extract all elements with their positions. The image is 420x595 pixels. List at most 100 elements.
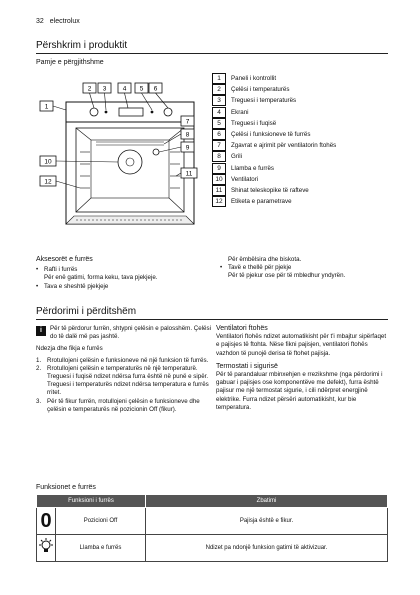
function-usage: Pajisja është e fikur. [145, 507, 388, 535]
step-number: 1. [36, 356, 42, 364]
legend-label: Çelësi i funksioneve të furrës [231, 131, 311, 139]
function-name: Pozicioni Off [55, 507, 146, 535]
callout-10: 10 [44, 159, 52, 166]
callout-5: 5 [140, 86, 144, 93]
step-number: 2. [36, 364, 42, 372]
legend-item: 9 Llamba e furrës [212, 162, 392, 174]
legend-number: 6 [212, 129, 226, 141]
step-note: Treguesi i temperaturës ndizet ndërsa te… [47, 381, 209, 397]
note-block: i Për të përdorur furrën, shtypni çelësi… [36, 325, 212, 341]
daily-use-right-column: Ventilatori ftohës Ventilatori ftohës nd… [216, 325, 390, 412]
legend-number: 12 [212, 196, 226, 208]
step-item: 1. Rrotullojeni çelësin e funksioneve në… [36, 357, 212, 365]
zero-position-icon: 0 [36, 507, 56, 535]
accessory-desc: Për të pjekur ose për të mbledhur yndyrë… [228, 272, 346, 280]
legend-label: Ventilatori [231, 175, 259, 183]
legend-item: 6 Çelësi i funksioneve të furrës [212, 129, 392, 141]
legend-item: 12 Etiketa e parametrave [212, 196, 392, 208]
legend-item: 8 Grili [212, 151, 392, 163]
step-item: 3. Për të fikur furrën, rrotullojeni çel… [36, 398, 212, 414]
accessories-block-right: Për ëmbëlsira dhe biskota. • Tavë e thel… [220, 256, 390, 281]
table-header-row: Funksioni i furrës Zbatimi [36, 494, 388, 508]
step-number: 3. [36, 397, 42, 405]
step-text: Rrotullojeni çelësin e funksioneve në nj… [47, 356, 209, 364]
accessory-desc: Për enë gatimi, forma keku, tava pjekjej… [44, 274, 158, 282]
oven-cavity-shape [75, 127, 185, 213]
legend-number: 2 [212, 84, 226, 96]
legend-label: Grili [231, 153, 242, 161]
section-title-daily-use: Përdorimi i përditshëm [36, 306, 388, 320]
callout-2: 2 [88, 86, 92, 93]
header-usage: Zbatimi [145, 494, 388, 508]
accessory-item: • Tavë e thellë për pjekje Për të pjekur… [220, 264, 346, 280]
header-function: Funksioni i furrës [36, 494, 146, 508]
functions-title: Funksionet e furrës [36, 484, 96, 491]
oven-diagram: 1 2 3 4 5 6 7 8 9 10 11 12 [39, 82, 198, 225]
daily-use-left-column: i Për të përdorur furrën, shtypni çelësi… [36, 325, 212, 414]
legend-number: 8 [212, 151, 226, 163]
legend-number: 11 [212, 184, 226, 196]
table-row: 0 Pozicioni Off Pajisja është e fikur. [36, 507, 388, 535]
legend-label: Paneli i kontrollit [231, 75, 277, 83]
legend-label: Shinat teleskopike të rafteve [231, 186, 309, 194]
accessory-desc: Për ëmbëlsira dhe biskota. [228, 256, 302, 263]
control-panel-shape [65, 101, 195, 123]
callout-6: 6 [154, 86, 158, 93]
functions-table: Funksioni i furrës Zbatimi 0 Pozicioni O… [36, 494, 388, 562]
legend-number: 1 [212, 73, 226, 85]
step-item: 2. Rrotullojeni çelësin e temperaturës n… [36, 365, 212, 398]
note-text: Për të përdorur furrën, shtypni çelësin … [50, 325, 211, 341]
cavity-back-shape [90, 139, 170, 199]
step-text: Rrotullojeni çelësin e temperaturës në n… [47, 364, 198, 372]
accessory-item: • Tava e sheshtë pjekjeje [36, 282, 109, 290]
callout-11: 11 [186, 171, 193, 178]
power-indicator-shape [150, 110, 154, 114]
legend-number: 7 [212, 140, 226, 152]
legend-label: Llamba e furrës [231, 164, 274, 172]
legend-label: Zgavrat e ajrimit për ventilatorin ftohë… [231, 142, 337, 150]
accessory-item: • Rafti i furrës Për enë gatimi, forma k… [36, 266, 158, 282]
legend-item: 10 Ventilatori [212, 173, 392, 185]
info-icon: i [36, 326, 46, 336]
shelf-runners-shape [80, 151, 180, 189]
legend-item: 5 Treguesi i fuqisë [212, 117, 392, 129]
function-knob-shape [163, 107, 173, 117]
fan-title: Ventilatori ftohës [216, 325, 268, 332]
page-header: 32 electrolux [36, 18, 80, 25]
legend-label: Treguesi i temperaturës [231, 97, 297, 105]
callout-8: 8 [186, 132, 190, 139]
brand-name: electrolux [49, 18, 80, 25]
display-shape [118, 107, 144, 117]
temperature-indicator-shape [104, 110, 108, 114]
legend-number: 4 [212, 106, 226, 118]
callout-9: 9 [186, 145, 190, 152]
legend-label: Etiketa e parametrave [231, 198, 292, 206]
callout-1: 1 [45, 104, 49, 111]
function-usage: Ndizet pa ndonjë funksion gatimi të akti… [145, 534, 388, 562]
legend-number: 5 [212, 117, 226, 129]
accessory-label: Tava e sheshtë pjekjeje [44, 282, 109, 290]
legend-item: 7 Zgavrat e ajrimit për ventilatorin ftoh… [212, 140, 392, 152]
subtitle-overview: Pamje e përgjithshme [36, 59, 104, 66]
legend-item: 11 Shinat teleskopike të rafteve [212, 184, 392, 196]
thermostat-title: Termostati i sigurisë [216, 362, 278, 370]
page-number: 32 [36, 18, 44, 25]
legend-label: Treguesi i fuqisë [231, 119, 277, 127]
temperature-knob-shape [89, 107, 99, 117]
legend-number: 9 [212, 162, 226, 174]
function-name: Llamba e furrës [55, 534, 146, 562]
legend-item: 1 Paneli i kontrollit [212, 73, 392, 85]
legend-number: 10 [212, 173, 226, 185]
section-title-description: Përshkrim i produktit [36, 40, 388, 54]
grill-shape [96, 141, 164, 146]
on-off-title: Ndezja dhe fikja e furrës [36, 345, 103, 353]
callout-7: 7 [186, 119, 190, 126]
lamp-shape [152, 148, 160, 156]
fan-text: Ventilatori ftohës ndizet automatikisht … [216, 333, 387, 357]
accessories-title: Aksesorët e furrës [36, 256, 93, 263]
step-text: Për të fikur furrën, rrotullojeni çelësi… [47, 397, 200, 413]
